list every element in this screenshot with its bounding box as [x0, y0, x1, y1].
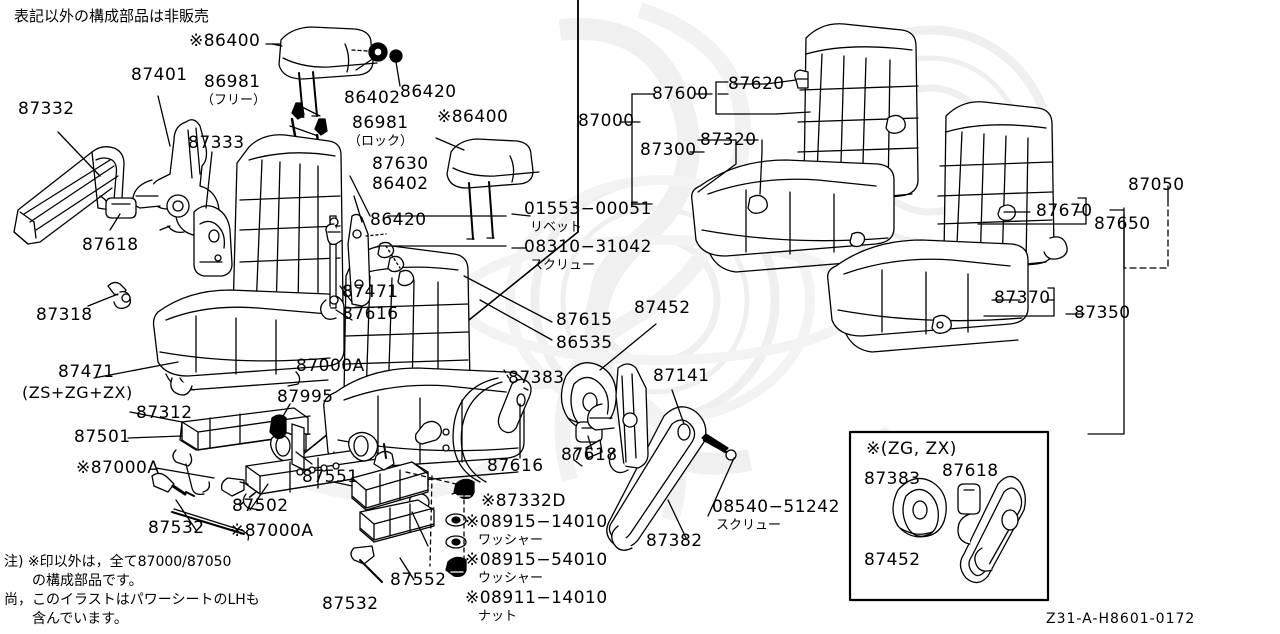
callout-87615[interactable]: 87615: [556, 310, 613, 330]
callout-87370[interactable]: 87370: [994, 288, 1051, 308]
callout-87501[interactable]: 87501: [74, 427, 131, 447]
callout-87630[interactable]: 87630: [372, 154, 429, 174]
hinge-plate-front: [325, 213, 415, 307]
callout-86420-mid[interactable]: 86420: [370, 210, 427, 230]
callout-86981-free-note: （フリー）: [201, 93, 267, 108]
callout-08915-54010-note: ウッシャー: [478, 571, 544, 586]
seat-right-front: [827, 101, 1068, 353]
rail-87551: [351, 443, 429, 511]
callout-87000A-1[interactable]: 87000A: [296, 356, 365, 376]
callout-87312[interactable]: 87312: [136, 403, 193, 423]
callout-87333[interactable]: 87333: [188, 133, 245, 153]
part-87995-bracket: [269, 414, 313, 471]
part-87332-bracket: [13, 146, 125, 245]
callout-87471-bot-variant: (ZS+ZG+ZX): [22, 383, 133, 402]
fastener-group-top: [351, 42, 403, 63]
drawing-code: Z31-A-H8601-0172: [1046, 611, 1196, 627]
callout-87532-2[interactable]: 87532: [322, 594, 379, 614]
callout-08540-51242-note: スクリュー: [716, 518, 782, 533]
callout-86402-mid[interactable]: 86402: [372, 174, 429, 194]
part-87383-lever: [497, 369, 532, 434]
inset-callout-87452[interactable]: 87452: [864, 550, 921, 570]
callout-87000[interactable]: 87000: [578, 111, 635, 131]
inset-title: ※(ZG, ZX): [866, 439, 957, 459]
part-87532-rod-1: [171, 508, 250, 541]
callout-87600[interactable]: 87600: [652, 84, 709, 104]
callout-08915-14010[interactable]: ※08915−14010: [465, 512, 608, 532]
inset-callout-87383[interactable]: 87383: [864, 469, 921, 489]
callout-87620[interactable]: 87620: [728, 74, 785, 94]
callout-08911-14010[interactable]: ※08911−14010: [465, 588, 608, 608]
callout-87452[interactable]: 87452: [634, 298, 691, 318]
callout-87332[interactable]: 87332: [18, 99, 75, 119]
callout-86402-top[interactable]: 86402: [344, 88, 401, 108]
callout-87141[interactable]: 87141: [653, 366, 710, 386]
callout-08915-54010[interactable]: ※08915−54010: [465, 550, 608, 570]
callout-08310-31042[interactable]: 08310−31042: [524, 237, 652, 257]
callout-86981-free[interactable]: 86981: [204, 72, 261, 92]
callout-87616-mid[interactable]: 87616: [342, 304, 399, 324]
callout-87350[interactable]: 87350: [1074, 303, 1131, 323]
footnote-line-1: 注) ※印以外は，全て87000/87050: [4, 554, 232, 570]
callout-87471-bot[interactable]: 87471: [58, 362, 115, 382]
part-87141-87382-arm: [606, 406, 737, 551]
seat-assembly-rear: [152, 134, 345, 396]
callout-86400-top[interactable]: ※86400: [189, 31, 261, 51]
footnote-line-4: 含んでいます。: [4, 611, 128, 627]
callout-87383[interactable]: 87383: [508, 368, 565, 388]
inset-callout-87618[interactable]: 87618: [942, 461, 999, 481]
callout-87401[interactable]: 87401: [131, 65, 188, 85]
callout-86981-lock[interactable]: 86981: [352, 113, 409, 133]
inset-box: [848, 430, 1050, 602]
callout-87050[interactable]: 87050: [1128, 175, 1185, 195]
cable-assembly: [452, 377, 503, 483]
fastener-stack: [405, 471, 475, 578]
callout-87995[interactable]: 87995: [277, 387, 334, 407]
callout-08911-14010-note: ナット: [478, 609, 518, 624]
callout-87618-left[interactable]: 87618: [82, 235, 139, 255]
callout-08310-31042-note: スクリュー: [530, 258, 596, 273]
callout-87471-mid[interactable]: 87471: [342, 282, 399, 302]
callout-87618-bot[interactable]: 87618: [561, 445, 618, 465]
recline-mechanism: [572, 363, 649, 474]
callout-87318[interactable]: 87318: [36, 305, 93, 325]
callout-87382[interactable]: 87382: [646, 531, 703, 551]
seat-right-rear: [691, 23, 919, 273]
part-87333-bracket: [193, 205, 233, 277]
callout-87650[interactable]: 87650: [1094, 214, 1151, 234]
callout-87332D[interactable]: ※87332D: [481, 491, 566, 511]
callout-01553-00051[interactable]: 01553−00051: [524, 199, 652, 219]
callout-86981-lock-note: （ロック）: [348, 134, 414, 149]
footnote-line-3: 尚，このイラストはパワーシートのLHも: [4, 592, 260, 608]
callout-87670[interactable]: 87670: [1036, 201, 1093, 221]
callout-08540-51242[interactable]: 08540−51242: [712, 497, 840, 517]
header-note: 表記以外の構成部品は非販売: [14, 7, 210, 25]
rail-87552: [350, 499, 435, 583]
right-panel-leaders: [619, 79, 1169, 435]
part-87618-pad-left: [105, 197, 137, 219]
headrest-upper: [278, 26, 378, 157]
callout-08915-14010-note: ワッシャー: [478, 533, 544, 548]
part-87532-rod-2: [151, 472, 195, 497]
callout-87551[interactable]: 87551: [302, 467, 359, 487]
callout-01553-00051-note: リベット: [530, 220, 583, 235]
part-87318-clip: [107, 281, 132, 310]
callout-86420-top[interactable]: 86420: [400, 82, 457, 102]
callout-86400-mid[interactable]: ※86400: [437, 107, 509, 127]
callout-87000A-3[interactable]: ※87000A: [230, 521, 314, 541]
callout-87502[interactable]: 87502: [232, 496, 289, 516]
callout-87532-1[interactable]: 87532: [148, 518, 205, 538]
callout-87000A-2[interactable]: ※87000A: [76, 458, 160, 478]
footnote-line-2: の構成部品です。: [4, 573, 143, 589]
callout-87320[interactable]: 87320: [700, 130, 757, 150]
callout-87300[interactable]: 87300: [640, 140, 697, 160]
callout-87552[interactable]: 87552: [390, 570, 447, 590]
headrest-middle: [446, 138, 540, 240]
callout-86535[interactable]: 86535: [556, 333, 613, 353]
callout-87616-bot[interactable]: 87616: [487, 456, 544, 476]
